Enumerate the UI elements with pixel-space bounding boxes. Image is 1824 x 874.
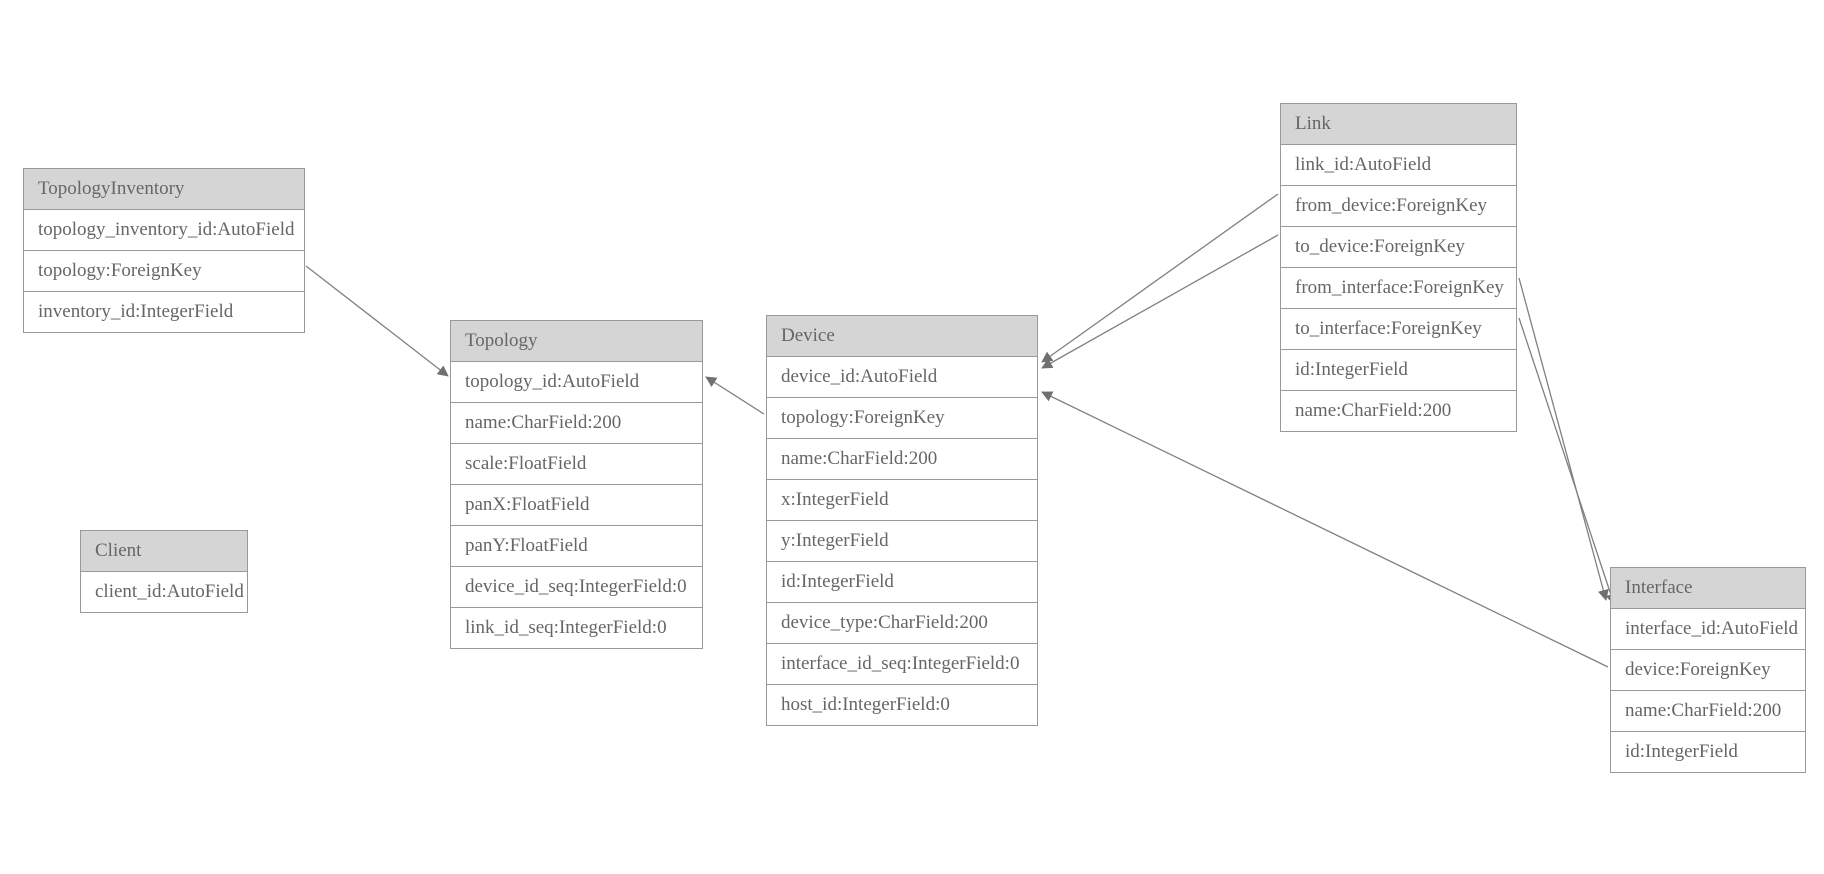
edge-interface-device [1041, 391, 1609, 668]
entity-field: x:IntegerField [767, 480, 1037, 521]
edge-link-to-interface [1518, 317, 1617, 605]
edge-device-topology [705, 376, 765, 415]
entity-field: panX:FloatField [451, 485, 702, 526]
entity-field: to_device:ForeignKey [1281, 227, 1516, 268]
entity-link[interactable]: Link link_id:AutoField from_device:Forei… [1280, 103, 1517, 432]
entity-field: topology_id:AutoField [451, 362, 702, 403]
entity-title: Interface [1611, 568, 1805, 609]
entity-field: name:CharField:200 [1281, 391, 1516, 431]
entity-client[interactable]: Client client_id:AutoField [80, 530, 248, 613]
edge-link-to-device [1041, 234, 1279, 369]
entity-field: host_id:IntegerField:0 [767, 685, 1037, 725]
entity-field: device_id_seq:IntegerField:0 [451, 567, 702, 608]
entity-title: Client [81, 531, 247, 572]
entity-field: interface_id:AutoField [1611, 609, 1805, 650]
entity-field: from_device:ForeignKey [1281, 186, 1516, 227]
entity-field: link_id:AutoField [1281, 145, 1516, 186]
entity-field: inventory_id:IntegerField [24, 292, 304, 332]
entity-field: link_id_seq:IntegerField:0 [451, 608, 702, 648]
entity-field: topology_inventory_id:AutoField [24, 210, 304, 251]
entity-title: Topology [451, 321, 702, 362]
entity-field: id:IntegerField [767, 562, 1037, 603]
entity-field: device_type:CharField:200 [767, 603, 1037, 644]
entity-field: panY:FloatField [451, 526, 702, 567]
entity-field: device_id:AutoField [767, 357, 1037, 398]
entity-field: id:IntegerField [1611, 732, 1805, 772]
entity-field: y:IntegerField [767, 521, 1037, 562]
entity-field: name:CharField:200 [1611, 691, 1805, 732]
entity-title: Link [1281, 104, 1516, 145]
edge-topologyinventory-topology [305, 265, 449, 377]
entity-field: device:ForeignKey [1611, 650, 1805, 691]
entity-field: from_interface:ForeignKey [1281, 268, 1516, 309]
edge-link-from-interface [1518, 277, 1609, 601]
entity-field: name:CharField:200 [767, 439, 1037, 480]
entity-field: id:IntegerField [1281, 350, 1516, 391]
entity-field: name:CharField:200 [451, 403, 702, 444]
entity-field: topology:ForeignKey [24, 251, 304, 292]
entity-topology[interactable]: Topology topology_id:AutoField name:Char… [450, 320, 703, 649]
entity-title: Device [767, 316, 1037, 357]
entity-device[interactable]: Device device_id:AutoField topology:Fore… [766, 315, 1038, 726]
entity-field: topology:ForeignKey [767, 398, 1037, 439]
entity-title: TopologyInventory [24, 169, 304, 210]
entity-field: interface_id_seq:IntegerField:0 [767, 644, 1037, 685]
entity-field: to_interface:ForeignKey [1281, 309, 1516, 350]
entity-field: scale:FloatField [451, 444, 702, 485]
entity-topology-inventory[interactable]: TopologyInventory topology_inventory_id:… [23, 168, 305, 333]
entity-interface[interactable]: Interface interface_id:AutoField device:… [1610, 567, 1806, 773]
edge-link-from-device [1041, 193, 1279, 363]
entity-field: client_id:AutoField [81, 572, 247, 612]
